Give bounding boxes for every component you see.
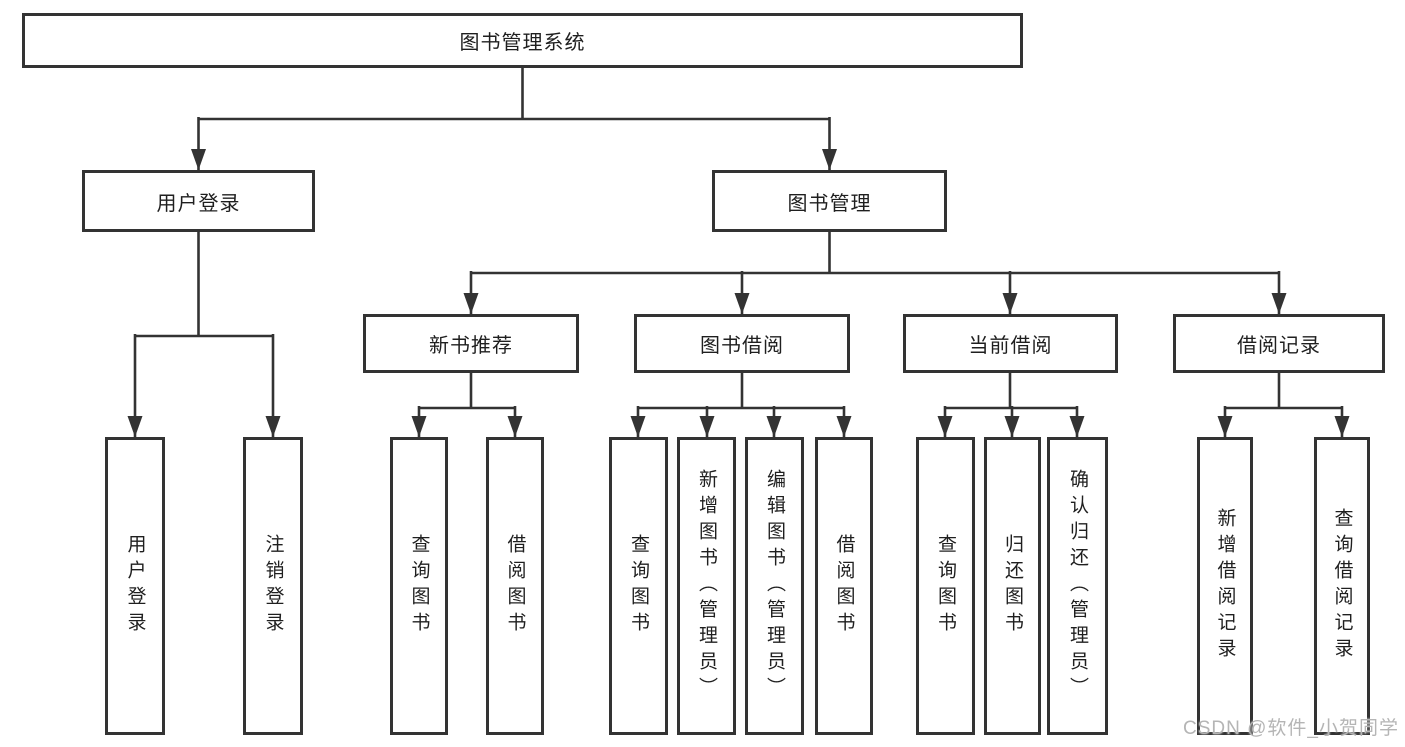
node-borrow-records: 借阅记录 xyxy=(1173,314,1385,373)
node-book-management: 图书管理 xyxy=(712,170,947,232)
leaf-query-books-3: 查询图书 xyxy=(916,437,975,735)
leaf-borrow-books-2-label: 借阅图书 xyxy=(833,534,855,638)
leaf-confirm-return-admin: 确认归还（管理员） xyxy=(1047,437,1108,735)
leaf-edit-book-admin: 编辑图书（管理员） xyxy=(745,437,804,735)
node-current-borrow-label: 当前借阅 xyxy=(968,335,1053,357)
leaf-confirm-return-admin-label: 确认归还（管理员） xyxy=(1067,469,1088,703)
leaf-user-login: 用户登录 xyxy=(105,437,165,735)
leaf-borrow-books-2: 借阅图书 xyxy=(815,437,873,735)
node-book-management-label: 图书管理 xyxy=(787,192,872,215)
node-new-book-recommend: 新书推荐 xyxy=(363,314,579,373)
leaf-query-books-3-label: 查询图书 xyxy=(935,534,956,638)
node-new-book-recommend-label: 新书推荐 xyxy=(429,335,513,357)
leaf-query-books-2: 查询图书 xyxy=(609,437,668,735)
leaf-query-borrow-record: 查询借阅记录 xyxy=(1314,437,1370,735)
node-book-borrow: 图书借阅 xyxy=(634,314,850,373)
node-user-login: 用户登录 xyxy=(82,170,315,232)
node-root-label: 图书管理系统 xyxy=(459,32,586,54)
node-user-login-label: 用户登录 xyxy=(156,192,241,215)
leaf-add-book-admin: 新增图书（管理员） xyxy=(677,437,736,735)
leaf-return-book-label: 归还图书 xyxy=(1002,534,1023,638)
leaf-query-books-1-label: 查询图书 xyxy=(408,534,430,638)
leaf-return-book: 归还图书 xyxy=(984,437,1041,735)
node-borrow-records-label: 借阅记录 xyxy=(1237,335,1321,357)
node-root: 图书管理系统 xyxy=(22,13,1023,68)
leaf-query-books-1: 查询图书 xyxy=(390,437,448,735)
leaf-query-books-2-label: 查询图书 xyxy=(628,534,649,638)
leaf-add-borrow-record: 新增借阅记录 xyxy=(1197,437,1253,735)
leaf-logout-label: 注销登录 xyxy=(262,534,284,638)
leaf-edit-book-admin-label: 编辑图书（管理员） xyxy=(764,469,785,703)
leaf-user-login-label: 用户登录 xyxy=(124,534,146,638)
leaf-add-borrow-record-label: 新增借阅记录 xyxy=(1214,508,1236,664)
leaf-add-book-admin-label: 新增图书（管理员） xyxy=(696,469,717,703)
watermark: CSDN @软件_小贺同学 xyxy=(1183,718,1399,739)
leaf-query-borrow-record-label: 查询借阅记录 xyxy=(1331,508,1353,664)
leaf-borrow-books-1: 借阅图书 xyxy=(486,437,544,735)
node-current-borrow: 当前借阅 xyxy=(903,314,1118,373)
node-book-borrow-label: 图书借阅 xyxy=(700,335,784,357)
leaf-borrow-books-1-label: 借阅图书 xyxy=(504,534,526,638)
leaf-logout: 注销登录 xyxy=(243,437,303,735)
